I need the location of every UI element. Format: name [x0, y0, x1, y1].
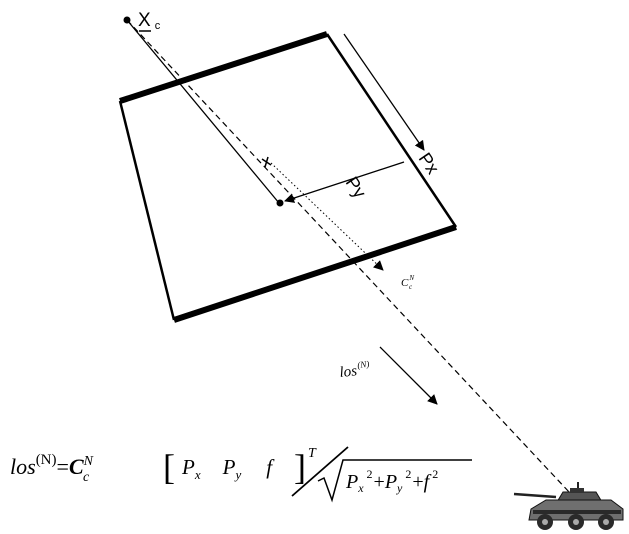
vehicle-wheel-hub [573, 519, 579, 525]
los-direction-arrow [379, 346, 438, 405]
py-arrow [284, 161, 405, 203]
px-arrow [343, 33, 425, 151]
vehicle-hull-band [533, 510, 621, 514]
formula-division-slash [291, 446, 349, 497]
vehicle-wheel-hub [542, 519, 548, 525]
principal-axis [126, 19, 280, 204]
armored-vehicle-icon [513, 482, 624, 530]
image-plane-top-edge [119, 31, 328, 104]
line-of-sight [126, 19, 571, 494]
vehicle-wheel-hub [603, 519, 609, 525]
formula-transpose: T [308, 446, 317, 461]
image-plane-bottom-edge [173, 224, 457, 323]
los-arrow-label: los(N) [338, 359, 370, 381]
vehicle-turret-hatch [570, 488, 584, 493]
formula-bracket-open: [ [163, 447, 175, 487]
formula-radical-sign [317, 459, 472, 503]
vehicle-antenna [577, 482, 579, 492]
image-plane-left-edge [118, 100, 176, 321]
image-plane [118, 31, 458, 323]
py-label: Py [342, 173, 370, 202]
ccn-axis-arrow [270, 162, 384, 271]
principal-point-cross-b [264, 156, 269, 168]
formula-bracket-close: ] [294, 447, 306, 487]
image-plane-right-edge [325, 33, 458, 228]
vehicle-gun-barrel [513, 492, 557, 499]
image-point [276, 199, 284, 207]
